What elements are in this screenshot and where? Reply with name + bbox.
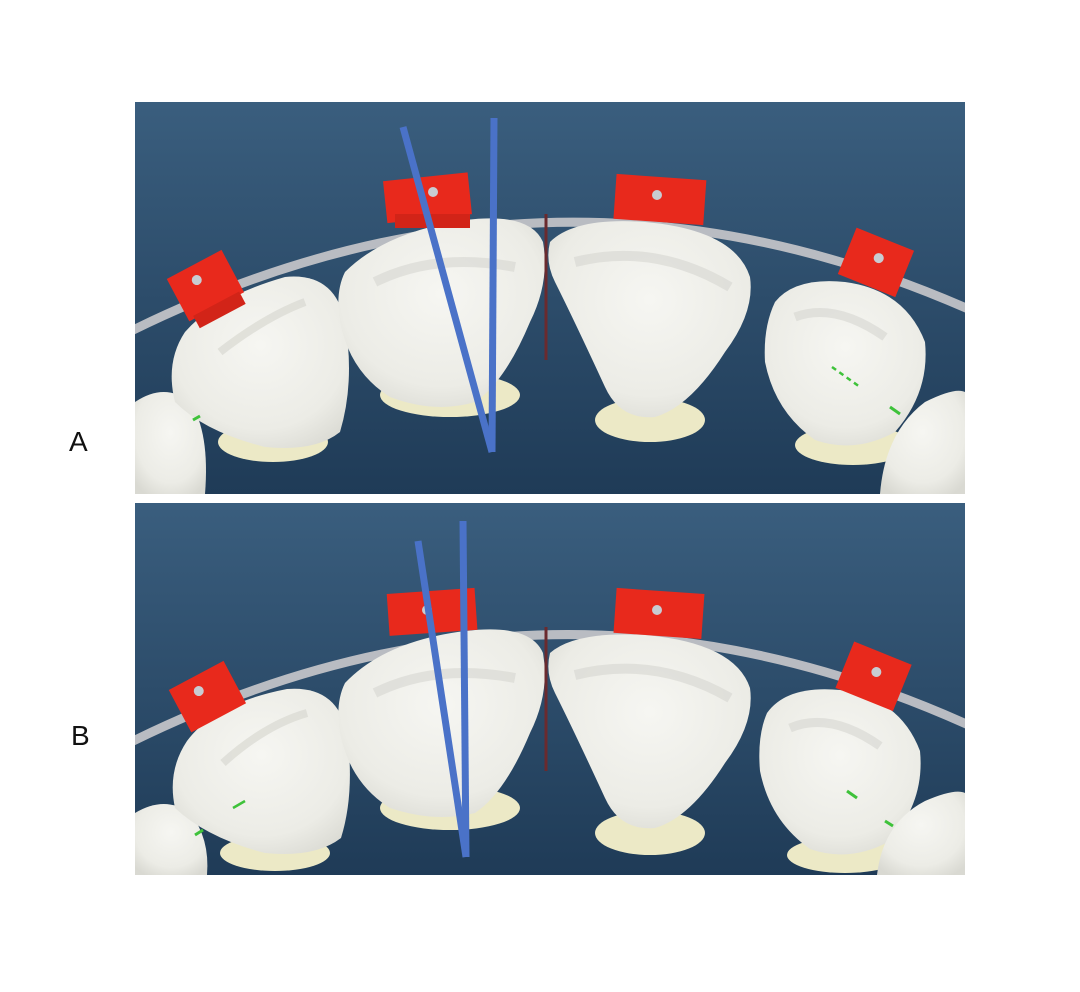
contact-marker xyxy=(846,789,858,800)
tooth-lateral-right xyxy=(759,689,921,855)
bracket-central-right xyxy=(613,173,707,226)
bracket-lateral-right xyxy=(835,641,912,712)
reference-line-angled xyxy=(414,540,470,858)
dental-arch-illustration-b xyxy=(135,503,965,875)
tooth-partial-left xyxy=(135,392,206,494)
tooth-partial-right xyxy=(880,390,965,494)
bracket-lateral-left xyxy=(166,249,246,329)
bracket-central-right xyxy=(613,587,705,639)
reference-line-angled xyxy=(399,126,496,453)
panel-b-dental-model xyxy=(135,503,965,875)
tooth-partial-right xyxy=(877,791,965,875)
reference-line-vertical xyxy=(488,117,498,453)
panel-a-dental-model xyxy=(135,102,965,494)
contact-marker xyxy=(831,365,861,389)
bracket-central-left xyxy=(383,172,472,228)
panel-a-label: A xyxy=(69,426,88,457)
dental-arch-illustration-a xyxy=(135,102,965,494)
tooth-lateral-left xyxy=(172,688,350,854)
bracket-lateral-left xyxy=(168,660,247,733)
tooth-partial-left xyxy=(135,804,208,875)
panel-b-label: B xyxy=(71,720,90,751)
tooth-lateral-right xyxy=(764,281,926,446)
reference-line-vertical xyxy=(459,520,470,858)
bracket-lateral-right xyxy=(837,227,915,298)
